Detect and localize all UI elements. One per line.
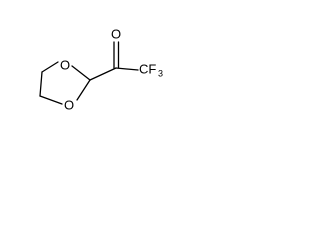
bond-carbonyl-cf3 [115,67,139,71]
carbonyl-oxygen-label: O [111,26,121,41]
ring-oxygen-top-label: O [60,57,70,72]
ring-bond-o3-c4 [39,95,63,105]
trifluoromethyl-label: CF [139,61,156,76]
ring-bond-c5-o1 [41,61,59,73]
ring-bond-o1-c2 [71,65,91,81]
chemical-structure: O O O CF 3 [39,26,163,112]
ring-oxygen-bottom-label: O [64,97,74,112]
bond-c2-carbonyl [89,67,117,81]
ring-bond-c4-c5 [39,71,43,97]
trifluoromethyl-subscript: 3 [158,68,163,78]
ring-bond-c2-o3 [76,79,91,101]
